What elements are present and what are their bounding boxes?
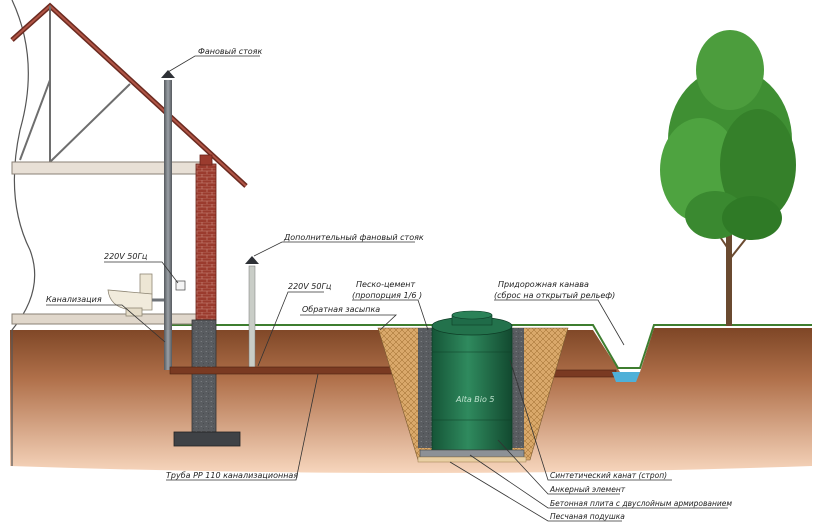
sand-cushion-layer [417,456,527,463]
foundation [191,319,217,433]
label-anchor: Анкерный элемент [549,485,626,494]
brick-wall-cap [199,154,213,166]
tank-name-label: Alta Bio 5 [455,395,495,404]
label-roadside-ditch: Придорожная канава [498,280,589,289]
extra-vent-riser-pipe [248,265,256,371]
tree-icon [660,30,796,326]
label-sand-cushion: Песчаная подушка [550,512,625,521]
leader-anchor [497,439,620,495]
attic-floor [11,161,213,175]
label-power-right: 220V 50Гц [288,282,332,291]
leader-sewage [46,304,166,343]
label-sewage: Канализация [46,295,102,304]
label-roadside-ditch-note: (сброс на открытый рельеф) [494,291,615,300]
extra-vent-riser-cap [245,256,259,264]
foundation-footing [173,431,241,447]
label-synthetic-rope: Синтетический канат (строп) [550,471,667,480]
label-sand-cement: Песко-цемент [356,280,416,289]
leader-power-left [104,261,179,284]
leader-slab [469,454,728,509]
label-backfill: Обратная засыпка [302,305,380,314]
label-sand-cement-ratio: (пропорция 1/6 ) [352,291,422,300]
vent-riser-cap [161,70,175,78]
leader-sand [449,461,622,522]
brick-wall [195,163,217,321]
leader-rope [509,359,672,481]
label-pipe: Труба РР 110 канализационная [166,471,298,480]
toilet-icon [107,273,153,317]
leader-power-right [257,291,324,367]
roof-truss [10,2,248,188]
leader-sand-cement [352,299,429,331]
label-power-left: 220V 50Гц [104,252,148,261]
socket-box [175,280,186,291]
house-section-outline [11,0,36,466]
leader-ditch [494,299,625,346]
ground-surface-line [165,324,812,369]
label-vent-riser: Фановый стояк [198,47,262,56]
concrete-ring-left [418,328,434,448]
vent-riser-pipe [164,80,172,370]
label-concrete-slab: Бетонная плита с двуслойным армированием [550,499,732,508]
septic-tank [431,310,513,451]
leader-backfill [300,314,398,331]
label-extra-vent-riser: Дополнительный фановый стояк [283,233,424,242]
leader-vent-riser [167,55,260,73]
leader-extra-vent [253,241,415,257]
ditch-water [612,372,640,382]
leader-pipe [166,373,319,481]
